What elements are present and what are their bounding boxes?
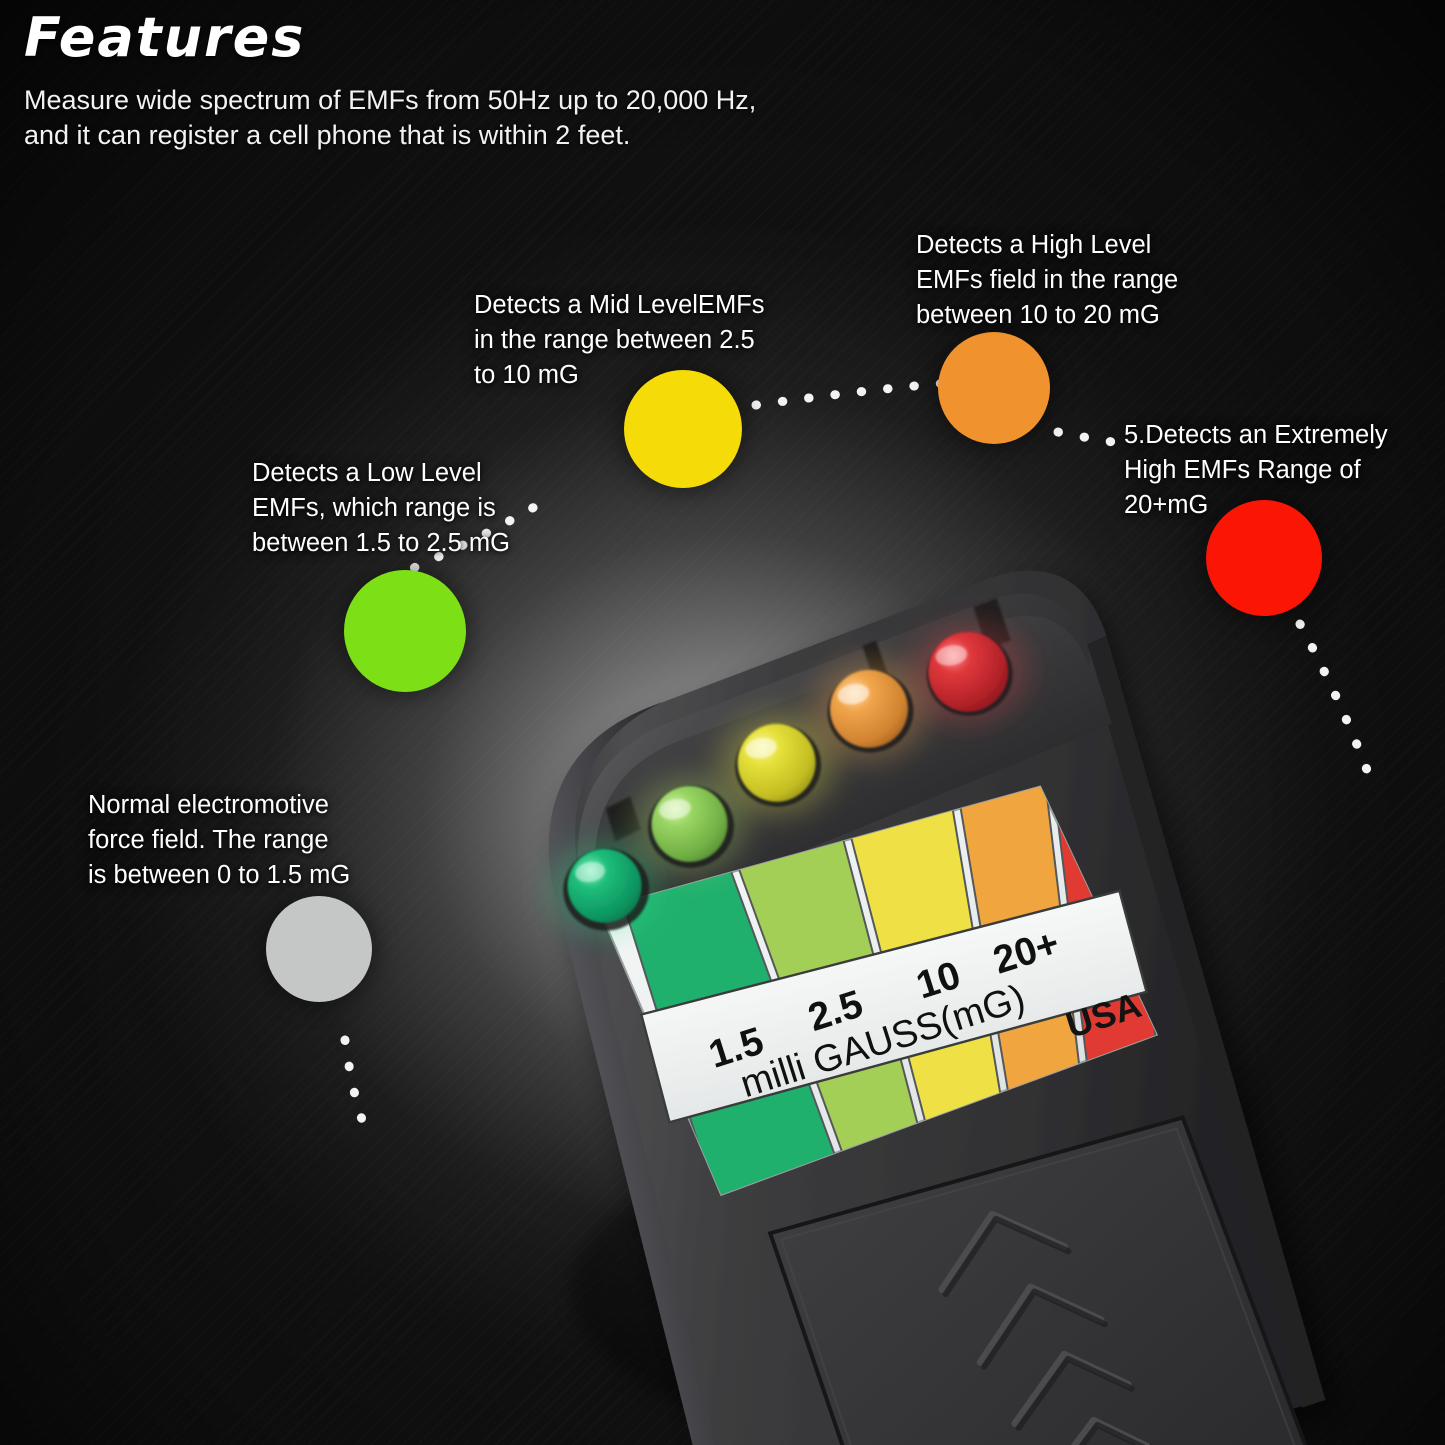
page-subtitle: Measure wide spectrum of EMFs from 50Hz … [24,84,757,151]
page-title: Features [24,6,306,69]
callout-label-extreme: 5.Detects an Extremely High EMFs Range o… [1124,421,1388,519]
led-indicator-row [533,606,1045,951]
device-body: 1.5 2.5 10 20+ milli GAUSS(mG) USA [533,570,1326,1445]
led-yellow [737,723,816,802]
led-green-1 [567,848,642,923]
callout-label-high: Detects a High Level EMFs field in the r… [916,231,1179,329]
swatch-low[interactable] [344,570,466,692]
swatch-normal[interactable] [266,896,372,1002]
header-block: Features Measure wide spectrum of EMFs f… [24,6,924,154]
battery-door [767,1115,1314,1445]
led-red [928,631,1009,712]
led-orange [829,669,908,748]
callout-label-mid: Detects a Mid LevelEMFs in the range bet… [474,291,765,389]
swatch-mid[interactable] [624,370,742,488]
scale-banner [639,889,1148,1124]
led-green-2 [651,785,728,862]
swatch-high[interactable] [938,332,1050,444]
callout-label-normal: Normal electromotive force field. The ra… [88,791,351,889]
swatch-extreme[interactable] [1206,500,1322,616]
callout-label-low: Detects a Low Level EMFs, which range is… [252,459,510,557]
